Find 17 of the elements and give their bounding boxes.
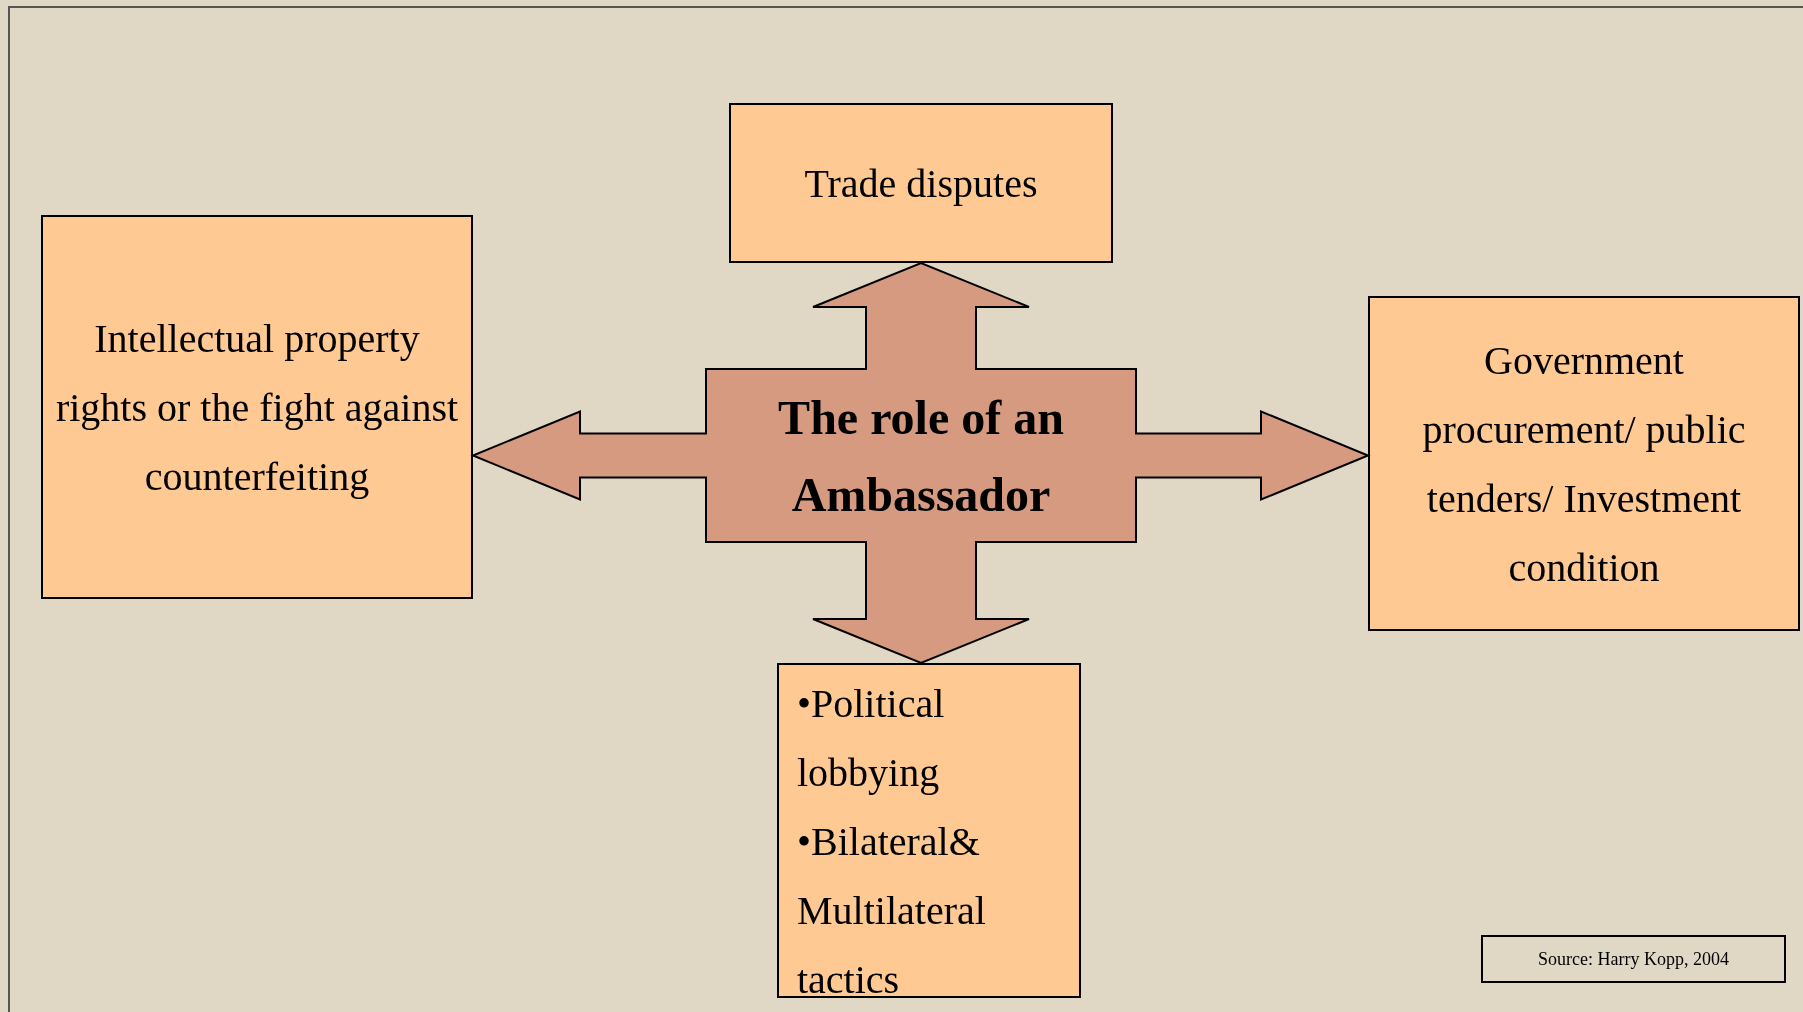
block-arrow — [1134, 410, 1371, 501]
topic-text: Government procurement/ public tenders/ Investment condition — [1421, 336, 1747, 592]
bullet-item: •Political lobbying — [797, 680, 946, 797]
block-arrow — [470, 410, 708, 501]
topic-box — [729, 103, 1113, 263]
source-note: Source: Harry Kopp, 2004 — [1538, 947, 1729, 971]
source-box — [1481, 935, 1786, 983]
topic-text: Intellectual property rights or the fight against counterfeiting — [55, 314, 459, 501]
center-title: The role of an Ambassador — [777, 389, 1065, 523]
topic-box — [1368, 296, 1800, 631]
topic-box — [777, 663, 1081, 998]
block-arrow — [812, 540, 1030, 665]
block-arrow — [812, 261, 1030, 371]
bullet-item: •Bilateral& Multilateral tactics — [797, 818, 987, 1004]
topic-box — [41, 215, 473, 599]
topic-text: Trade disputes — [804, 159, 1038, 208]
center-block — [705, 368, 1137, 543]
